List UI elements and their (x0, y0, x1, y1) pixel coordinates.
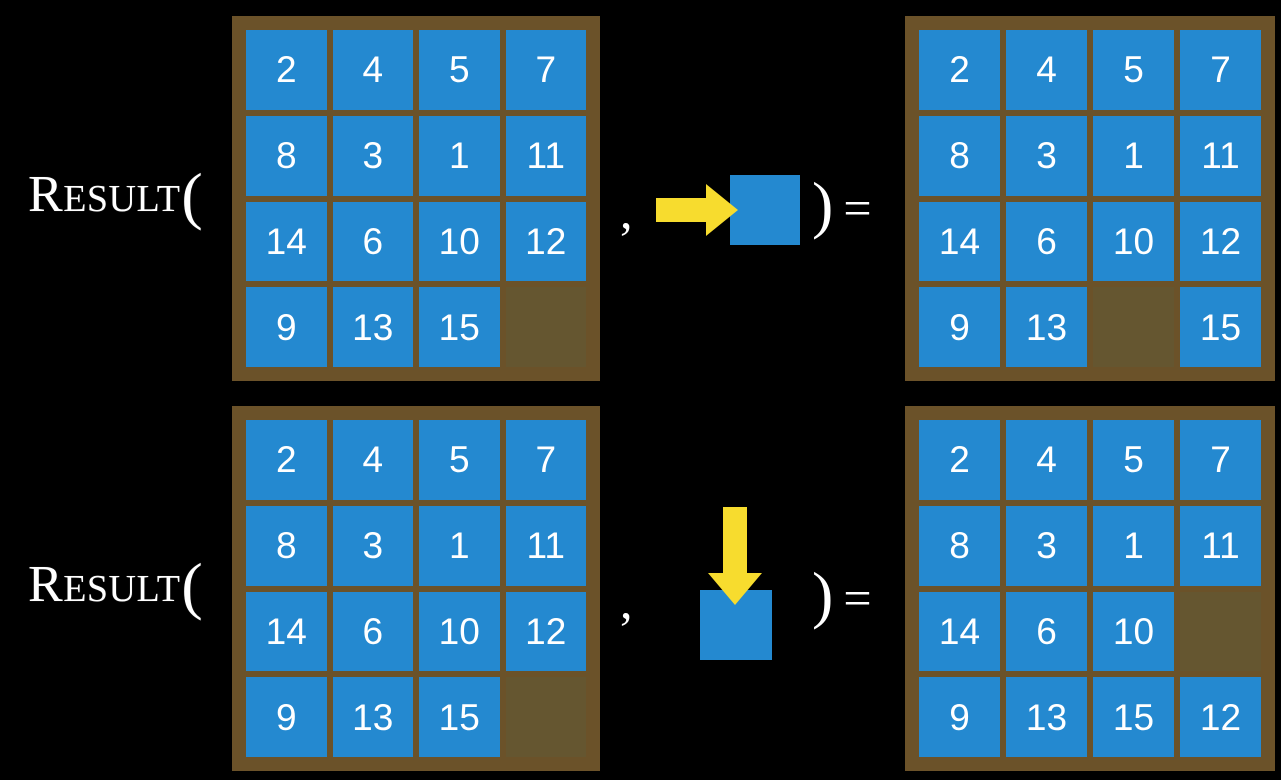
tile[interactable]: 13 (332, 677, 413, 757)
argument-comma-row-2: , (620, 573, 633, 629)
tile[interactable]: 6 (332, 591, 413, 672)
tile[interactable]: 7 (1180, 30, 1261, 110)
tile[interactable]: 2 (246, 420, 327, 500)
tile[interactable]: 1 (419, 115, 500, 196)
tile[interactable]: 7 (505, 30, 586, 110)
output-board-row-2[interactable]: 2 4 5 7 8 3 1 11 14 6 10 9 13 15 12 (905, 406, 1275, 771)
equals-sign-row-2: = (843, 570, 872, 626)
close-paren-row-2: ) (812, 559, 834, 630)
tile[interactable]: 15 (1093, 677, 1174, 757)
tile[interactable]: 4 (1006, 420, 1087, 500)
tile[interactable]: 1 (1093, 115, 1174, 196)
tile[interactable]: 11 (505, 115, 586, 196)
tile[interactable]: 5 (419, 420, 500, 500)
tile[interactable]: 12 (505, 201, 586, 282)
tile[interactable]: 2 (919, 30, 1000, 110)
tile[interactable]: 8 (246, 115, 327, 196)
tile[interactable]: 5 (419, 30, 500, 110)
tile[interactable]: 13 (1006, 287, 1087, 367)
arrow-right-icon (656, 184, 738, 236)
tile[interactable]: 10 (419, 591, 500, 672)
tile[interactable]: 4 (332, 420, 413, 500)
tile[interactable]: 15 (419, 287, 500, 367)
input-board-row-2[interactable]: 2 4 5 7 8 3 1 11 14 6 10 12 9 13 15 (232, 406, 600, 771)
tile[interactable]: 11 (505, 505, 586, 586)
close-paren-equals-row-2: ) = (812, 559, 872, 630)
tile[interactable]: 4 (1006, 30, 1087, 110)
tile[interactable]: 6 (332, 201, 413, 282)
tile[interactable]: 5 (1093, 30, 1174, 110)
tile[interactable]: 3 (332, 505, 413, 586)
tile[interactable]: 14 (919, 201, 1000, 282)
tile[interactable]: 13 (332, 287, 413, 367)
result-label-capital: R (28, 166, 64, 223)
tile[interactable]: 6 (1006, 591, 1087, 672)
tile[interactable]: 3 (1006, 505, 1087, 586)
result-label-smallcaps: ESULT (63, 568, 181, 610)
tile[interactable]: 11 (1180, 115, 1261, 196)
tile[interactable]: 10 (1093, 591, 1174, 672)
tile[interactable]: 13 (1006, 677, 1087, 757)
output-board-row-1[interactable]: 2 4 5 7 8 3 1 11 14 6 10 12 9 13 15 (905, 16, 1275, 381)
tile[interactable]: 15 (1180, 287, 1261, 367)
blank-tile-marker (730, 175, 800, 245)
action-glyph-row-1 (650, 170, 810, 260)
input-board-row-1[interactable]: 2 4 5 7 8 3 1 11 14 6 10 12 9 13 15 (232, 16, 600, 381)
tile[interactable]: 8 (919, 505, 1000, 586)
tile[interactable]: 14 (246, 201, 327, 282)
empty-cell[interactable] (505, 677, 586, 757)
tile[interactable]: 12 (1180, 677, 1261, 757)
tile[interactable]: 9 (919, 677, 1000, 757)
result-label-smallcaps: ESULT (63, 178, 181, 220)
action-glyph-row-2 (690, 500, 800, 670)
close-paren-row-1: ) (812, 169, 834, 240)
tile[interactable]: 2 (246, 30, 327, 110)
tile[interactable]: 11 (1180, 505, 1261, 586)
tile[interactable]: 2 (919, 420, 1000, 500)
tile[interactable]: 9 (246, 677, 327, 757)
tile[interactable]: 7 (1180, 420, 1261, 500)
result-label-capital: R (28, 556, 64, 613)
tile[interactable]: 8 (246, 505, 327, 586)
empty-cell[interactable] (1093, 287, 1174, 367)
tile[interactable]: 12 (505, 591, 586, 672)
close-paren-equals-row-1: ) = (812, 169, 872, 240)
empty-cell[interactable] (1180, 591, 1261, 672)
arrow-down-icon (708, 507, 762, 605)
tile[interactable]: 9 (246, 287, 327, 367)
tile[interactable]: 10 (419, 201, 500, 282)
tile[interactable]: 3 (332, 115, 413, 196)
tile[interactable]: 7 (505, 420, 586, 500)
tile[interactable]: 15 (419, 677, 500, 757)
tile[interactable]: 1 (419, 505, 500, 586)
tile[interactable]: 12 (1180, 201, 1261, 282)
tile[interactable]: 14 (919, 591, 1000, 672)
tile[interactable]: 1 (1093, 505, 1174, 586)
tile[interactable]: 8 (919, 115, 1000, 196)
tile[interactable]: 4 (332, 30, 413, 110)
tile[interactable]: 3 (1006, 115, 1087, 196)
equals-sign-row-1: = (843, 180, 872, 236)
tile[interactable]: 9 (919, 287, 1000, 367)
tile[interactable]: 14 (246, 591, 327, 672)
tile[interactable]: 6 (1006, 201, 1087, 282)
argument-comma-row-1: , (620, 183, 633, 239)
tile[interactable]: 10 (1093, 201, 1174, 282)
empty-cell[interactable] (505, 287, 586, 367)
tile[interactable]: 5 (1093, 420, 1174, 500)
